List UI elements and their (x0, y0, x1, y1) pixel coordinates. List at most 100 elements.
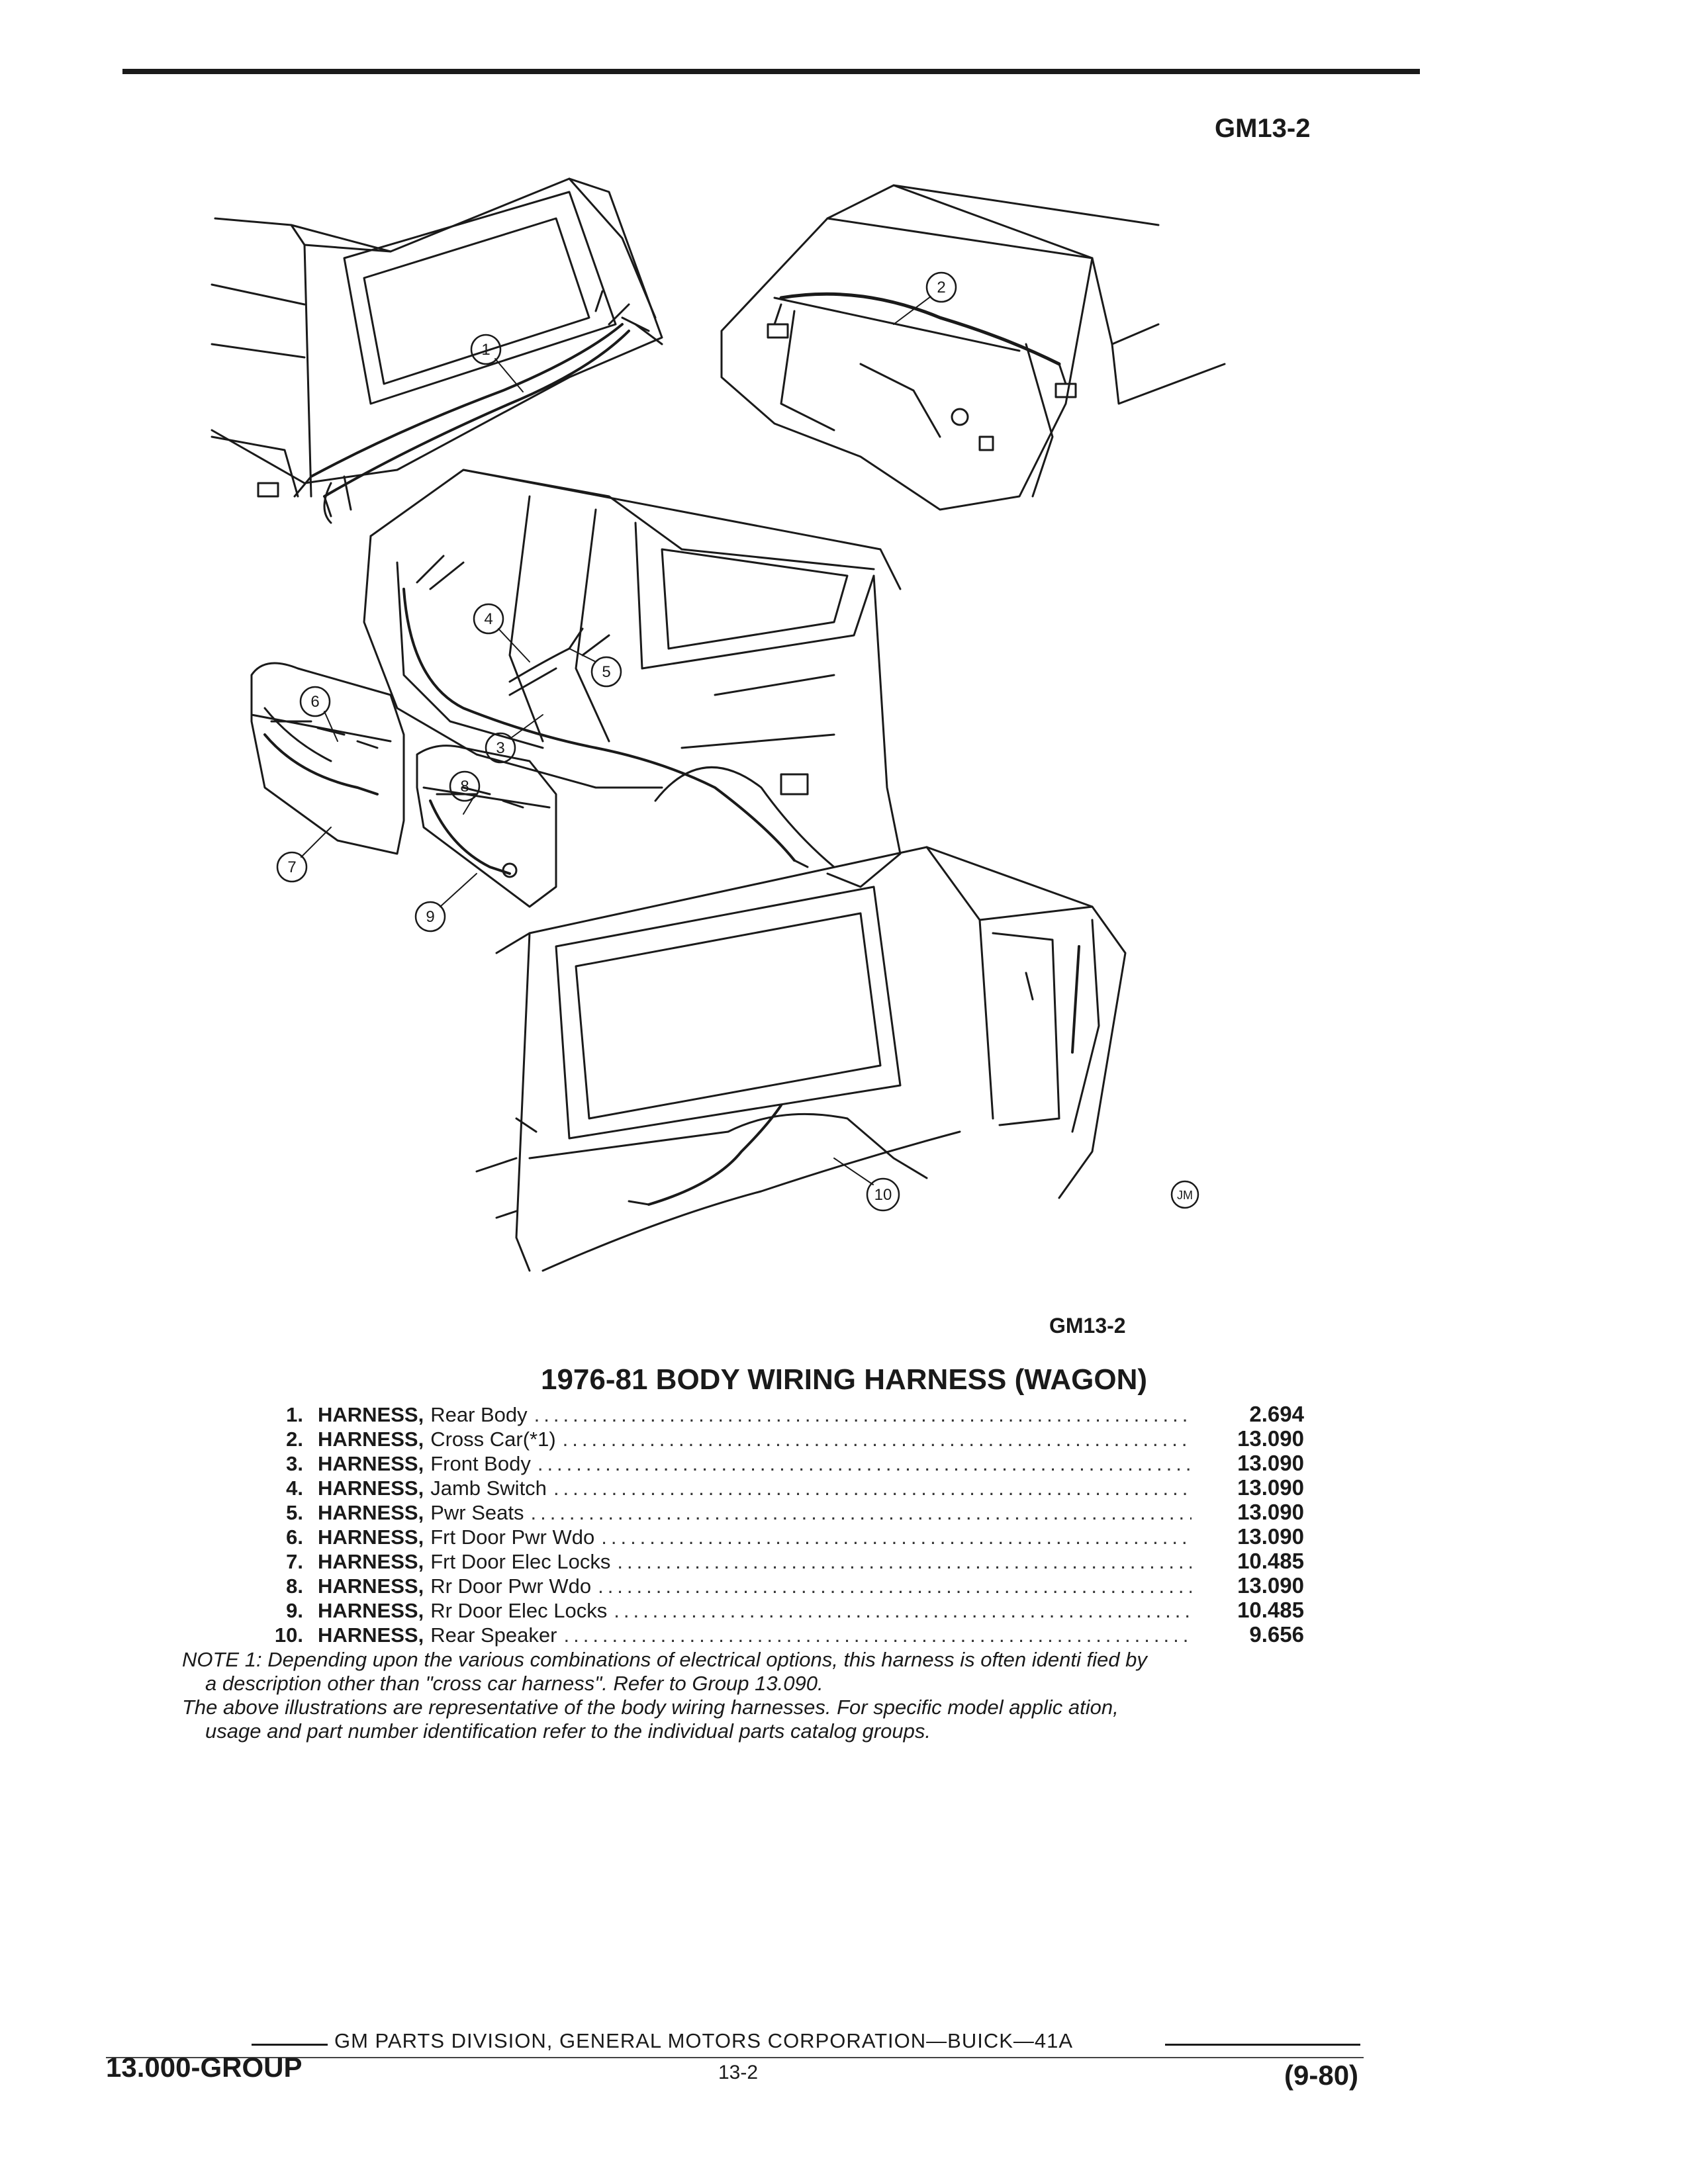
header-code: GM13-2 (1215, 114, 1311, 143)
part-number: 6. (286, 1525, 303, 1549)
part-description: Frt Door Elec Locks (430, 1550, 611, 1573)
group-reference: 10.485 (1237, 1598, 1304, 1622)
group-reference: 13.090 (1237, 1475, 1304, 1500)
note-line: NOTE 1: Depending upon the various combi… (182, 1648, 1147, 1671)
group-reference: 13.090 (1237, 1573, 1304, 1598)
callout-3 (485, 732, 516, 764)
footer-rule-right (1165, 2044, 1360, 2046)
artist-mark: JM (1177, 1189, 1193, 1202)
leader-dots: ........................................… (562, 1428, 1192, 1451)
callout-2-label: 2 (937, 279, 945, 296)
callout-8 (449, 770, 481, 802)
part-description: Rr Door Pwr Wdo (430, 1574, 592, 1598)
illustration-code: GM13-2 (1049, 1314, 1126, 1338)
callout-6 (299, 686, 331, 717)
footer-date: (9-80) (1284, 2060, 1359, 2091)
part-number: 10. (274, 1623, 303, 1647)
footer-organization: GM PARTS DIVISION, GENERAL MOTORS CORPOR… (334, 2029, 1074, 2052)
part-description: Rear Body (430, 1403, 528, 1426)
leader-dots: ........................................… (534, 1403, 1192, 1426)
leader-dots: ........................................… (614, 1599, 1192, 1622)
parts-row: 6. HARNESS, Frt Door Pwr Wdo ...........… (245, 1524, 1304, 1549)
group-reference: 2.694 (1249, 1402, 1304, 1426)
part-number: 1. (286, 1403, 303, 1426)
part-description: Rear Speaker (430, 1623, 557, 1647)
group-reference: 13.090 (1237, 1451, 1304, 1475)
leader-dots: ........................................… (598, 1574, 1192, 1598)
callout-6-label: 6 (310, 693, 319, 711)
callouts (276, 271, 1199, 1212)
part-number: 9. (286, 1599, 303, 1622)
parts-row: 10. HARNESS, Rear Speaker ..............… (245, 1622, 1304, 1647)
part-name: HARNESS, (318, 1525, 424, 1549)
parts-row: 9. HARNESS, Rr Door Elec Locks .........… (245, 1598, 1304, 1622)
note-line: The above illustrations are representati… (182, 1696, 1119, 1719)
callout-4 (473, 603, 504, 635)
callout-8-label: 8 (460, 778, 469, 796)
parts-list: 1. HARNESS, Rear Body ..................… (245, 1402, 1304, 1647)
part-description: Rr Door Elec Locks (430, 1599, 608, 1622)
group-reference: 13.090 (1237, 1500, 1304, 1524)
part-description: Pwr Seats (430, 1501, 524, 1524)
footer-rule-left (252, 2044, 328, 2046)
top-rule (122, 69, 1420, 74)
front-door-view (250, 662, 405, 855)
part-name: HARNESS, (318, 1623, 424, 1647)
part-number: 3. (286, 1452, 303, 1475)
part-description: Cross Car(*1) (430, 1428, 556, 1451)
leader-dots: ........................................… (553, 1477, 1192, 1500)
note-line: usage and part number identification ref… (205, 1719, 931, 1743)
parts-row: 4. HARNESS, Jamb Switch ................… (245, 1475, 1304, 1500)
part-name: HARNESS, (318, 1452, 424, 1475)
callout-7-label: 7 (287, 858, 296, 876)
callout-2 (925, 271, 957, 303)
parts-row: 1. HARNESS, Rear Body ..................… (245, 1402, 1304, 1426)
rear-door-view (416, 745, 557, 908)
section-title: 1976-81 BODY WIRING HARNESS (WAGON) (540, 1363, 1147, 1396)
callout-10-label: 10 (874, 1186, 892, 1204)
parts-row: 2. HARNESS, Cross Car(*1) ..............… (245, 1426, 1304, 1451)
leader-dots: ........................................… (537, 1452, 1192, 1475)
parts-row: 5. HARNESS, Pwr Seats ..................… (245, 1500, 1304, 1524)
leader-dots: ........................................… (601, 1525, 1192, 1549)
footer-rule (106, 2057, 1364, 2058)
part-name: HARNESS, (318, 1428, 424, 1451)
rear-speaker-view (475, 846, 1127, 1272)
part-number: 2. (286, 1428, 303, 1451)
part-name: HARNESS, (318, 1574, 424, 1598)
note-line: a description other than "cross car harn… (205, 1672, 823, 1695)
part-name: HARNESS, (318, 1550, 424, 1573)
leader-dots: ........................................… (563, 1623, 1192, 1647)
callout-5 (590, 656, 622, 688)
part-description: Frt Door Pwr Wdo (430, 1525, 595, 1549)
group-reference: 9.656 (1249, 1622, 1304, 1647)
part-number: 7. (286, 1550, 303, 1573)
part-number: 8. (286, 1574, 303, 1598)
part-number: 4. (286, 1477, 303, 1500)
artist-mark-circle (1170, 1180, 1199, 1209)
group-reference: 13.090 (1237, 1426, 1304, 1451)
part-name: HARNESS, (318, 1501, 424, 1524)
callout-9-label: 9 (426, 908, 434, 926)
leader-dots: ........................................… (617, 1550, 1192, 1573)
callout-5-label: 5 (602, 663, 610, 681)
callout-7 (276, 851, 308, 883)
cross-car-view (720, 184, 1226, 511)
callout-10 (866, 1177, 900, 1212)
rear-body-view (211, 177, 663, 524)
part-description: Front Body (430, 1452, 531, 1475)
callout-4-label: 4 (484, 610, 492, 628)
parts-row: 8. HARNESS, Rr Door Pwr Wdo ............… (245, 1573, 1304, 1598)
footer-page-number: 13-2 (718, 2062, 759, 2083)
callout-1 (470, 334, 502, 365)
notes: NOTE 1: Depending upon the various combi… (182, 1648, 1387, 1743)
part-number: 5. (286, 1501, 303, 1524)
footer-group: 13.000-GROUP (106, 2052, 303, 2083)
part-name: HARNESS, (318, 1477, 424, 1500)
group-reference: 13.090 (1237, 1524, 1304, 1549)
parts-row: 3. HARNESS, Front Body .................… (245, 1451, 1304, 1475)
front-body-view (363, 469, 902, 888)
parts-row: 7. HARNESS, Frt Door Elec Locks ........… (245, 1549, 1304, 1573)
callout-3-label: 3 (496, 739, 504, 757)
group-reference: 10.485 (1237, 1549, 1304, 1573)
